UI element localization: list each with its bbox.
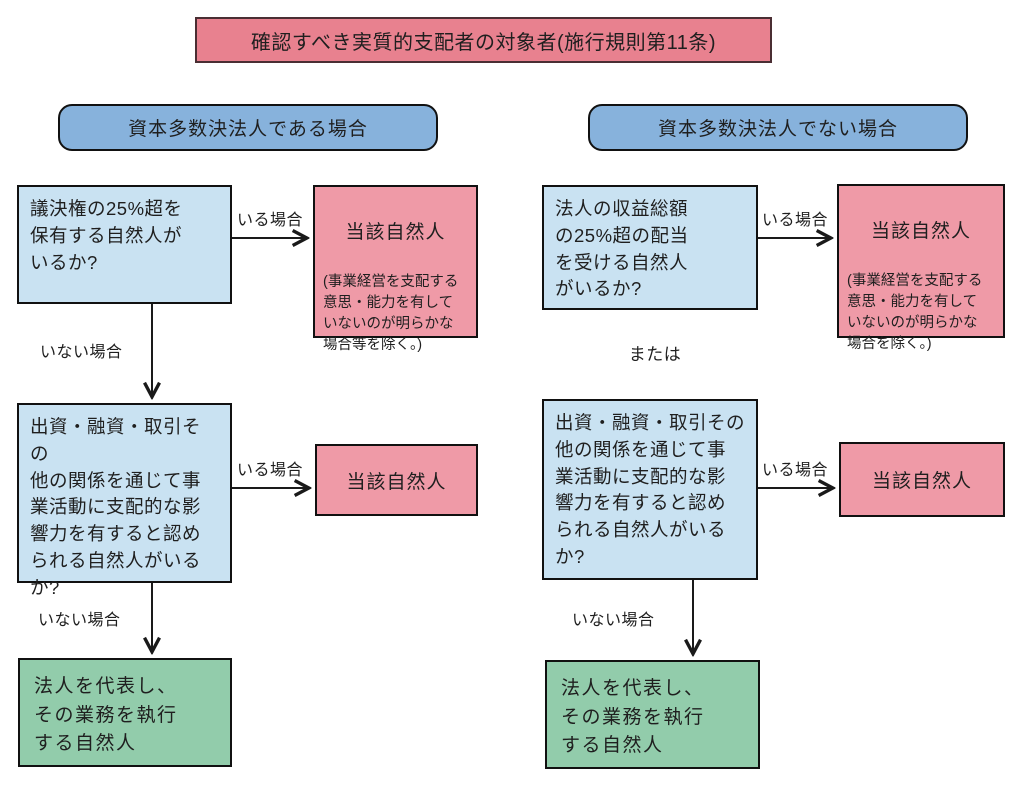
result-box-natural-person-right-2: 当該自然人 (839, 442, 1005, 517)
column-header-left-label: 資本多数決法人である場合 (128, 119, 368, 140)
result-title: 当該自然人 (346, 471, 447, 493)
label-yes-left-1: いる場合 (237, 212, 304, 229)
column-header-non-capital-majority: 資本多数決法人でない場合 (588, 104, 968, 151)
column-header-right-label: 資本多数決法人でない場合 (657, 119, 898, 140)
label-no-left-1: いない場合 (40, 344, 123, 361)
result-box-natural-person-left-1: 当該自然人 (事業経営を支配する 意思・能力を有して いないのが明らかな 場合等… (313, 185, 478, 353)
label-no-right: いない場合 (572, 612, 655, 629)
label-yes-left-2: いる場合 (237, 462, 304, 479)
title-box: 確認すべき実質的支配者の対象者(施行規則第11条) (195, 17, 772, 63)
page-title: 確認すべき実質的支配者の対象者(施行規則第11条) (250, 31, 717, 54)
result-title: 当該自然人 (345, 222, 446, 243)
result-title: 当該自然人 (871, 471, 972, 492)
result-box-natural-person-right-1: 当該自然人 (事業経営を支配する 意思・能力を有して いないのが明らかな 場合を… (837, 184, 1005, 352)
result-box-natural-person-left-2: 当該自然人 (315, 444, 478, 516)
label-or: または (628, 345, 682, 364)
result-note: (事業経営を支配する 意思・能力を有して いないのが明らかな 場合を除く。) (847, 273, 983, 353)
question-box-influence-left: 出資・融資・取引その 他の関係を通じて事 業活動に支配的な影 響力を有すると認め… (17, 403, 232, 598)
result-note: (事業経営を支配する 意思・能力を有して いないのが明らかな 場合等を除く。) (323, 274, 459, 354)
question-box-dividends: 法人の収益総額 の25%超の配当 を受ける自然人 がいるか? (542, 185, 758, 310)
result-title: 当該自然人 (870, 221, 971, 242)
final-box-representative-left: 法人を代表し、 その業務を執行 する自然人 (18, 658, 232, 767)
question-box-voting-rights: 議決権の25%超を 保有する自然人が いるか? (17, 185, 232, 304)
final-box-representative-right: 法人を代表し、 その業務を執行 する自然人 (545, 660, 760, 769)
label-yes-right-2: いる場合 (762, 462, 829, 479)
label-no-left-2: いない場合 (38, 612, 121, 629)
label-yes-right-1: いる場合 (762, 212, 829, 229)
question-box-influence-right: 出資・融資・取引その 他の関係を通じて事 業活動に支配的な影 響力を有すると認め… (542, 399, 758, 580)
column-header-capital-majority: 資本多数決法人である場合 (58, 104, 438, 151)
